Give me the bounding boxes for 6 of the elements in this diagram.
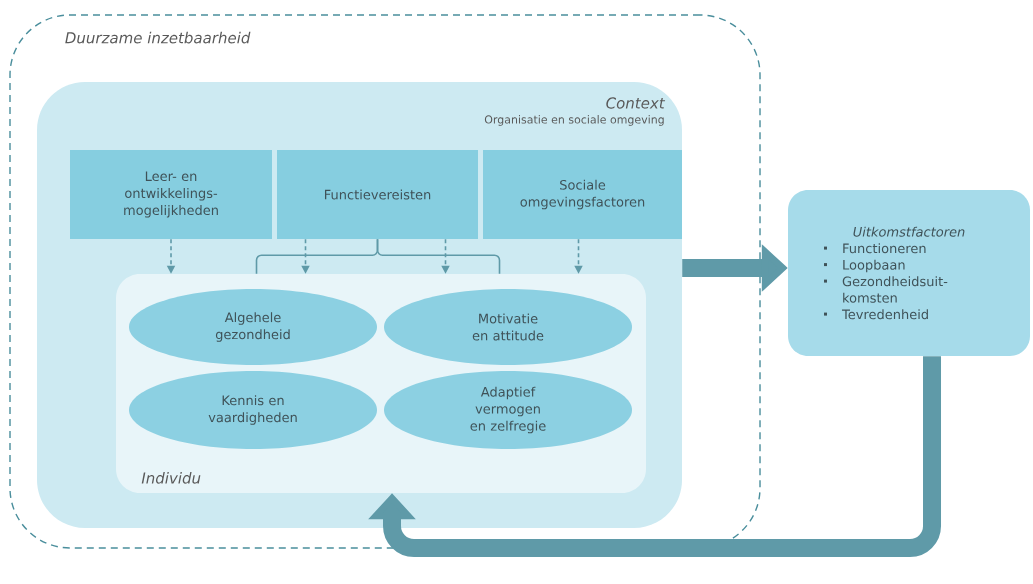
block-arrow bbox=[368, 356, 941, 557]
factor-box: Functievereisten bbox=[277, 150, 478, 239]
bracket-line bbox=[376, 238, 501, 275]
factor-box: Leer- en ontwikkelings- mogelijkheden bbox=[70, 150, 272, 239]
factor-box: Sociale omgevingsfactoren bbox=[483, 150, 682, 239]
outcome-box: Uitkomstfactoren Functioneren Loopbaan Gezondheidsuit- komsten Tevredenheid bbox=[788, 190, 1030, 356]
